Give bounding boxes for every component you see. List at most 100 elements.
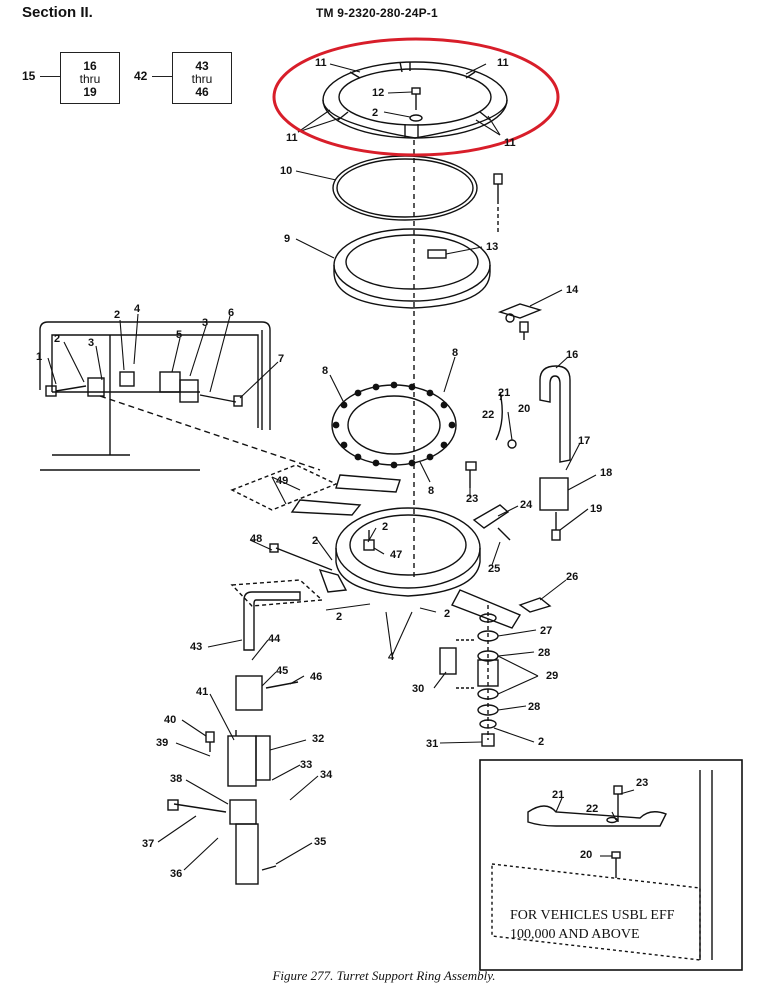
label-28: 28 bbox=[538, 647, 550, 659]
label-20: 20 bbox=[580, 849, 592, 861]
label-19: 19 bbox=[590, 503, 602, 515]
callout-line2: thru bbox=[79, 72, 101, 86]
callout-leader-15 bbox=[40, 76, 60, 77]
label-11: 11 bbox=[315, 57, 327, 69]
clamp-45 bbox=[235, 675, 263, 711]
label-38: 38 bbox=[170, 773, 182, 785]
label-35: 35 bbox=[314, 836, 326, 848]
figure-caption: Figure 277. Turret Support Ring Assembly… bbox=[272, 968, 496, 983]
callout-line3: 19 bbox=[83, 85, 97, 99]
bracket-26 bbox=[518, 597, 552, 613]
label-2: 2 bbox=[538, 736, 544, 748]
label-7: 7 bbox=[278, 353, 284, 365]
bracket-13 bbox=[427, 249, 447, 259]
callout-line2: thru bbox=[191, 72, 213, 86]
label-28: 28 bbox=[528, 701, 540, 713]
label-8: 8 bbox=[428, 485, 434, 497]
label-46: 46 bbox=[310, 671, 322, 683]
label-10: 10 bbox=[280, 165, 292, 177]
bolt-12 bbox=[411, 87, 421, 110]
inset-drawing bbox=[491, 770, 713, 961]
label-21: 21 bbox=[498, 387, 510, 399]
label-2: 2 bbox=[372, 107, 378, 119]
label-4: 4 bbox=[134, 303, 141, 315]
wall-hardware bbox=[45, 371, 321, 471]
label-44: 44 bbox=[268, 633, 281, 645]
label-24: 24 bbox=[520, 499, 533, 511]
label-4: 4 bbox=[388, 651, 395, 663]
bracket-16-19 bbox=[539, 365, 571, 541]
label-29: 29 bbox=[546, 670, 558, 682]
label-27: 27 bbox=[540, 625, 552, 637]
label-26: 26 bbox=[566, 571, 578, 583]
section-title: Section II. bbox=[22, 4, 93, 21]
label-12: 12 bbox=[372, 87, 384, 99]
label-32: 32 bbox=[312, 733, 324, 745]
label-11: 11 bbox=[497, 57, 509, 69]
bolted-ring-8 bbox=[331, 384, 457, 466]
label-2: 2 bbox=[444, 608, 450, 620]
label-43: 43 bbox=[190, 641, 202, 653]
label-22: 22 bbox=[482, 409, 494, 421]
ring-10 bbox=[332, 155, 478, 221]
callout-line1: 16 bbox=[83, 59, 97, 73]
label-8: 8 bbox=[322, 365, 328, 377]
label-1: 1 bbox=[36, 351, 42, 363]
callout-line1: 43 bbox=[195, 59, 209, 73]
label-25: 25 bbox=[488, 563, 500, 575]
label-3: 3 bbox=[202, 317, 208, 329]
callout-ref-15: 15 bbox=[22, 69, 36, 83]
turret-ring-frame bbox=[290, 474, 522, 629]
label-23: 23 bbox=[466, 493, 478, 505]
label-30: 30 bbox=[412, 683, 424, 695]
label-18: 18 bbox=[600, 467, 612, 479]
label-2: 2 bbox=[114, 309, 120, 321]
plate-49 bbox=[230, 464, 338, 511]
inset-box bbox=[479, 759, 743, 971]
callout-box-42: 43 thru 46 bbox=[172, 52, 232, 104]
label-31: 31 bbox=[426, 738, 438, 750]
label-33: 33 bbox=[300, 759, 312, 771]
callout-ref-42: 42 bbox=[134, 69, 148, 83]
label-39: 39 bbox=[156, 737, 168, 749]
bearing-9 bbox=[333, 228, 491, 309]
tm-number: TM 9-2320-280-24P-1 bbox=[316, 6, 438, 20]
label-14: 14 bbox=[566, 284, 579, 296]
label-45: 45 bbox=[276, 665, 288, 677]
label-2: 2 bbox=[336, 611, 342, 623]
bolt-48 bbox=[275, 547, 333, 571]
label-21: 21 bbox=[552, 789, 564, 801]
lower-bracket bbox=[167, 730, 277, 885]
label-2: 2 bbox=[382, 521, 388, 533]
callout-leader-42 bbox=[152, 76, 172, 77]
label-9: 9 bbox=[284, 233, 290, 245]
strap-21 bbox=[495, 391, 503, 441]
label-36: 36 bbox=[170, 868, 182, 880]
ring-8-bolts bbox=[332, 381, 456, 469]
callout-box-15: 16 thru 19 bbox=[60, 52, 120, 104]
label-20: 20 bbox=[518, 403, 530, 415]
label-2: 2 bbox=[312, 535, 318, 547]
washer-2-top bbox=[409, 114, 423, 122]
label-11: 11 bbox=[286, 132, 298, 144]
segmented-ring bbox=[322, 61, 508, 139]
inset-note-line1: FOR VEHICLES USBL EFF bbox=[510, 908, 675, 923]
leader-lines bbox=[47, 63, 635, 871]
item-labels: 11 11 12 2 11 11 10 9 13 14 1 2 3 2 4 5 … bbox=[36, 57, 648, 880]
inset-note-line2: 100,000 AND ABOVE bbox=[510, 927, 640, 942]
label-34: 34 bbox=[320, 769, 333, 781]
label-40: 40 bbox=[164, 714, 176, 726]
label-49: 49 bbox=[276, 475, 288, 487]
label-13: 13 bbox=[486, 241, 498, 253]
label-5: 5 bbox=[176, 329, 182, 341]
label-37: 37 bbox=[142, 838, 154, 850]
label-11: 11 bbox=[504, 137, 516, 149]
label-8: 8 bbox=[452, 347, 458, 359]
bracket-14 bbox=[497, 303, 543, 340]
label-6: 6 bbox=[228, 307, 234, 319]
callout-line3: 46 bbox=[195, 85, 209, 99]
label-17: 17 bbox=[578, 435, 590, 447]
label-2: 2 bbox=[54, 333, 60, 345]
stack-27-31 bbox=[439, 605, 499, 747]
